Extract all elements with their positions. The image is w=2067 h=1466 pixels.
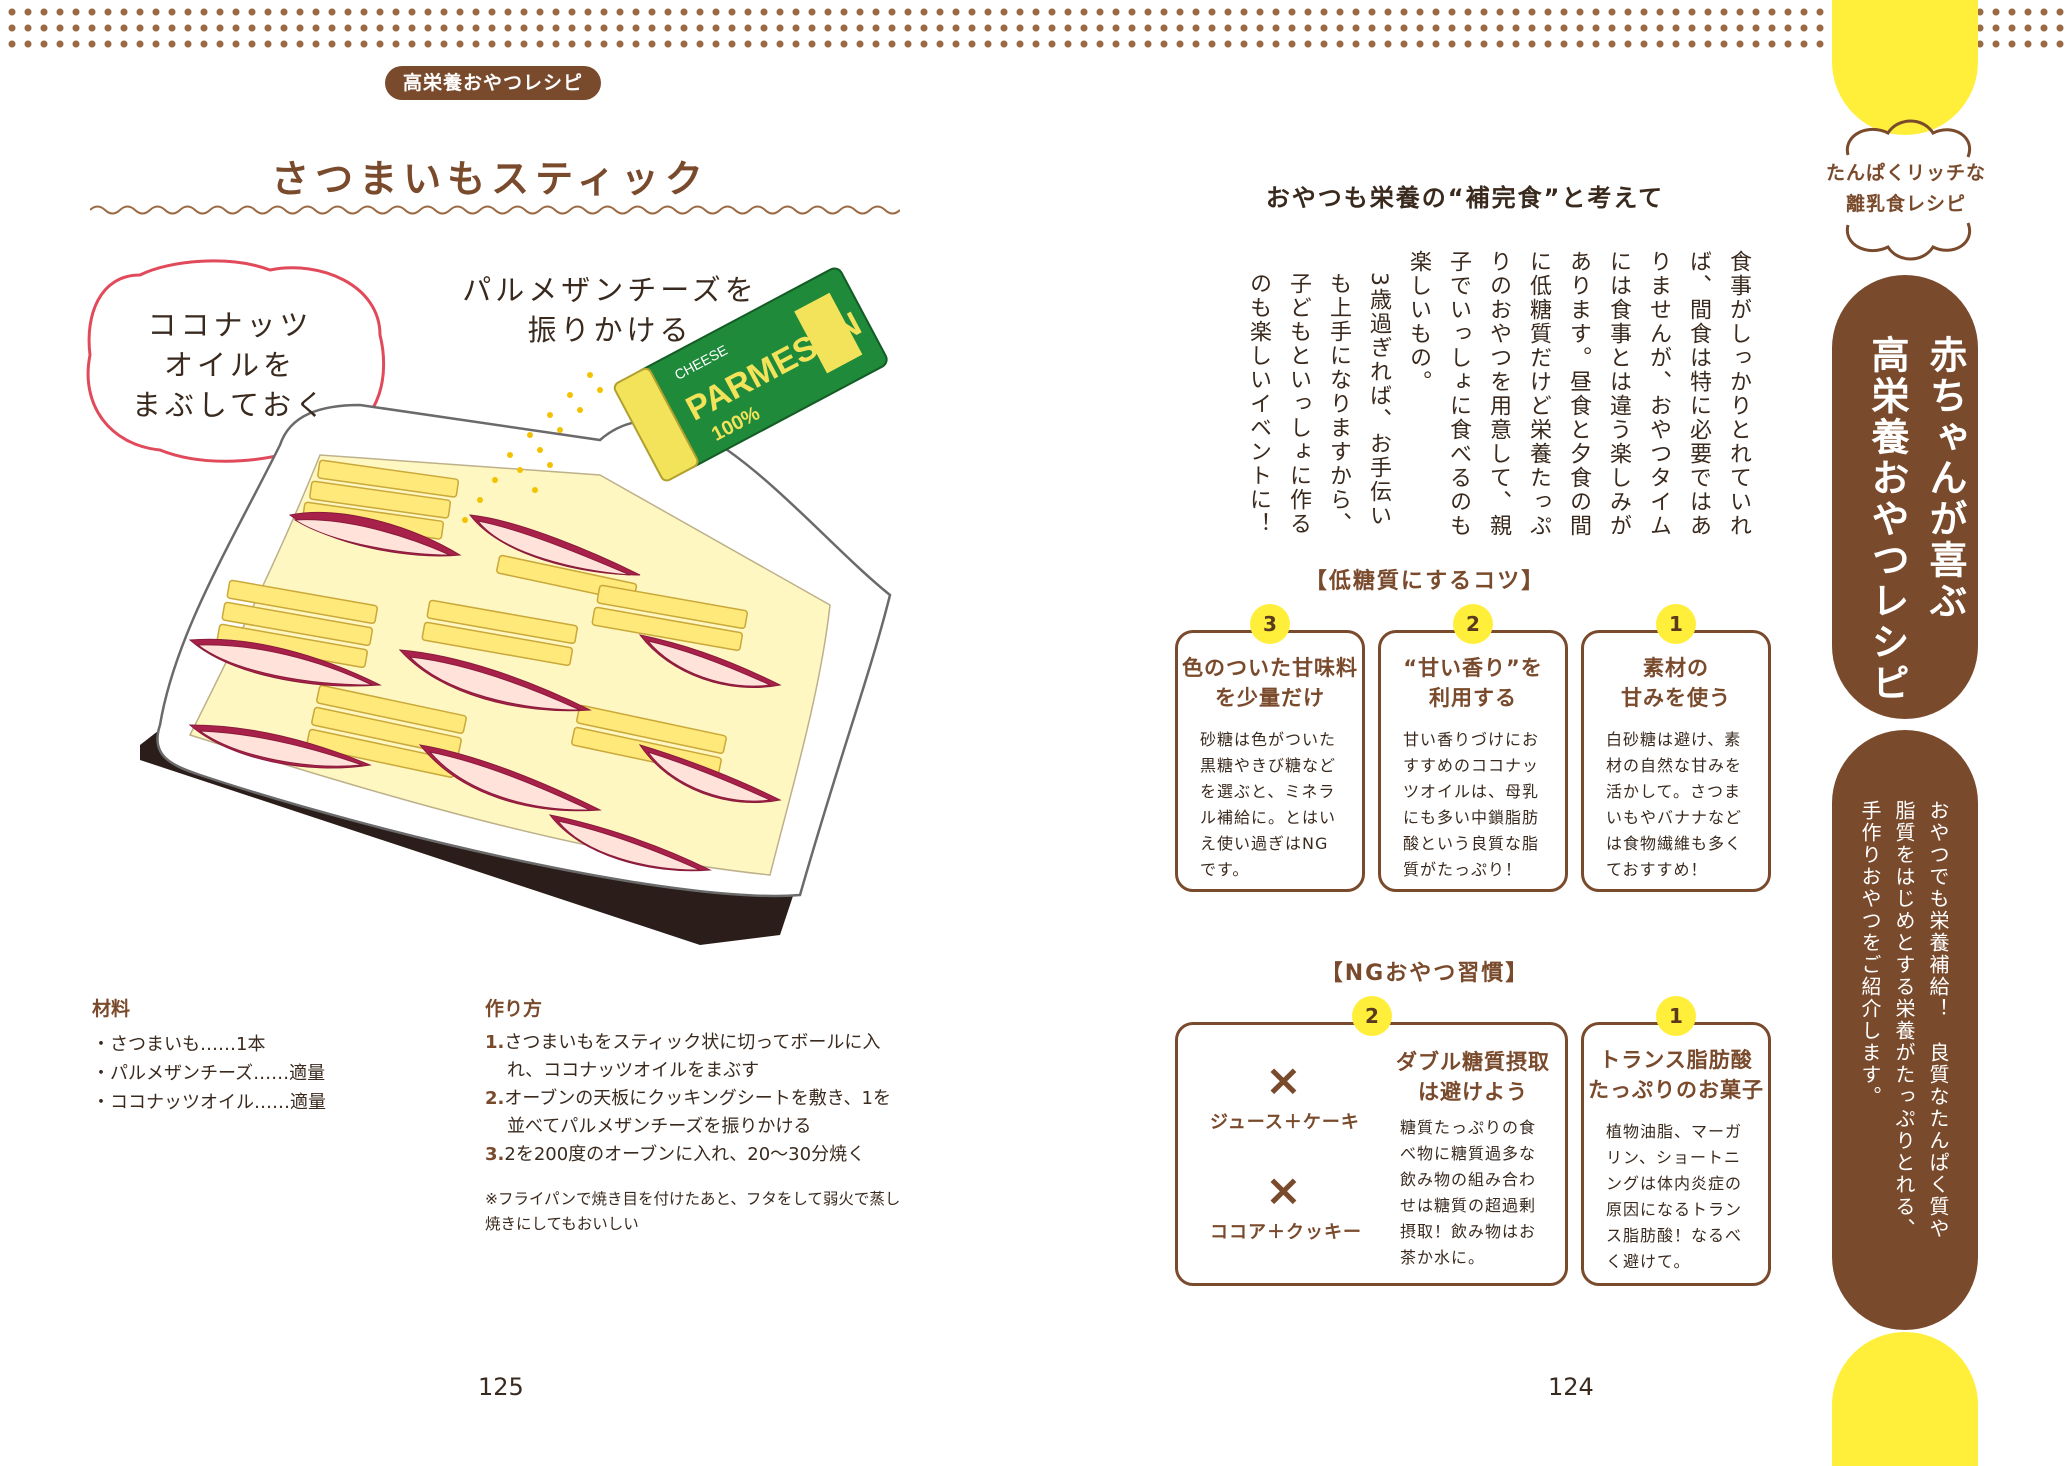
page-number-right: 124 (1548, 1373, 1594, 1401)
material-item: パルメザンチーズ……適量 (92, 1059, 472, 1088)
tip-badge-2: 2 (1453, 604, 1493, 644)
materials-section: 材料 さつまいも……1本 パルメザンチーズ……適量 ココナッツオイル……適量 (92, 995, 472, 1117)
tip-badge-3: 3 (1250, 604, 1290, 644)
step-item: 2.オーブンの天板にクッキングシートを敷き、1を並べてパルメザンチーズを振りかけ… (485, 1088, 891, 1137)
category-tag: 高栄養おやつレシピ (385, 66, 601, 100)
ng-combo-1: ジュース＋ケーキ (1210, 1112, 1360, 1133)
ng-card-2: ダブル糖質摂取は避けよう 糖質たっぷりの食べ物に糖質過多な飲み物の組み合わせは糖… (1175, 1022, 1568, 1286)
dotted-top-border (0, 0, 2067, 48)
cloud-frame (1845, 119, 1972, 261)
intro-body: 食事がしっかりとれていれば、間食は特に必要ではありませんが、おやつタイムには食事… (1246, 250, 1751, 538)
title-wavy-divider (90, 205, 900, 215)
step-item: 1.さつまいもをスティック状に切ってボールに入れ、ココナッツオイルをまぶす (485, 1032, 881, 1081)
sweet-potato-wedges (188, 511, 782, 872)
cross-mark-icon: × (1265, 1055, 1302, 1106)
tip-card-3: 色のついた甘味料を少量だけ 砂糖は色がついた黒糖やきび糖などを選ぶと、ミネラル補… (1175, 630, 1365, 892)
recipe-title: さつまいもスティック (271, 157, 709, 201)
ng-badge-1: 1 (1656, 996, 1696, 1036)
materials-heading: 材料 (92, 998, 131, 1020)
side-intro-text: おやつでも栄養補給！ 良質なたんぱく質や脂質をはじめとする栄養がたっぷりとれる、… (1858, 800, 1950, 1240)
ng-heading: 【NGおやつ習慣】 (1320, 961, 1530, 986)
baking-tray-illustration: PARMESAN 100% CHEESE (86, 259, 892, 945)
howto-section: 作り方 1.さつまいもをスティック状に切ってボールに入れ、ココナッツオイルをまぶ… (485, 995, 905, 1237)
tip-card-2: “甘い香り”を利用する 甘い香りづけにおすすめのココナッツオイルは、母乳にも多い… (1378, 630, 1568, 892)
side-tab-yellow-bottom (1832, 1332, 1978, 1466)
page-number-left: 125 (478, 1373, 524, 1401)
cross-mark-icon: × (1265, 1165, 1302, 1216)
howto-heading: 作り方 (485, 998, 543, 1020)
ng-badge-2: 2 (1352, 996, 1392, 1036)
side-tab-yellow-top (1832, 0, 1978, 135)
section-heading: おやつも栄養の“補完食”と考えて (1265, 184, 1665, 212)
material-item: ココナッツオイル……適量 (92, 1088, 472, 1117)
side-tab-intro (1832, 730, 1978, 1330)
sprinkle-caption: パルメザンチーズを 振りかける (462, 273, 758, 347)
side-subtitle: たんぱくリッチな離乳食レシピ (1825, 162, 1986, 215)
ng-combo-2: ココア＋クッキー (1210, 1222, 1362, 1243)
bubble-caption: ココナッツ オイルを まぶしておく (131, 308, 329, 422)
step-item: 3.2を200度のオーブンに入れ、20〜30分焼く (485, 1144, 866, 1165)
side-tab-title (1832, 275, 1978, 719)
material-item: さつまいも……1本 (92, 1030, 472, 1059)
tip-badge-1: 1 (1656, 604, 1696, 644)
tips-heading: 【低糖質にするコツ】 (1304, 569, 1546, 594)
side-title-text: 赤ちゃんが喜ぶ高栄養おやつレシピ (1865, 335, 1967, 704)
ng-card-1: トランス脂肪酸たっぷりのお菓子 植物油脂、マーガリン、ショートニングは体内炎症の… (1581, 1022, 1771, 1286)
recipe-note: ※フライパンで焼き目を付けたあと、フタをして弱火で蒸し焼きにしてもおいしい (485, 1190, 901, 1233)
tip-card-1: 素材の甘みを使う 白砂糖は避け、素材の自然な甘みを活かして。さつまいもやバナナな… (1581, 630, 1771, 892)
